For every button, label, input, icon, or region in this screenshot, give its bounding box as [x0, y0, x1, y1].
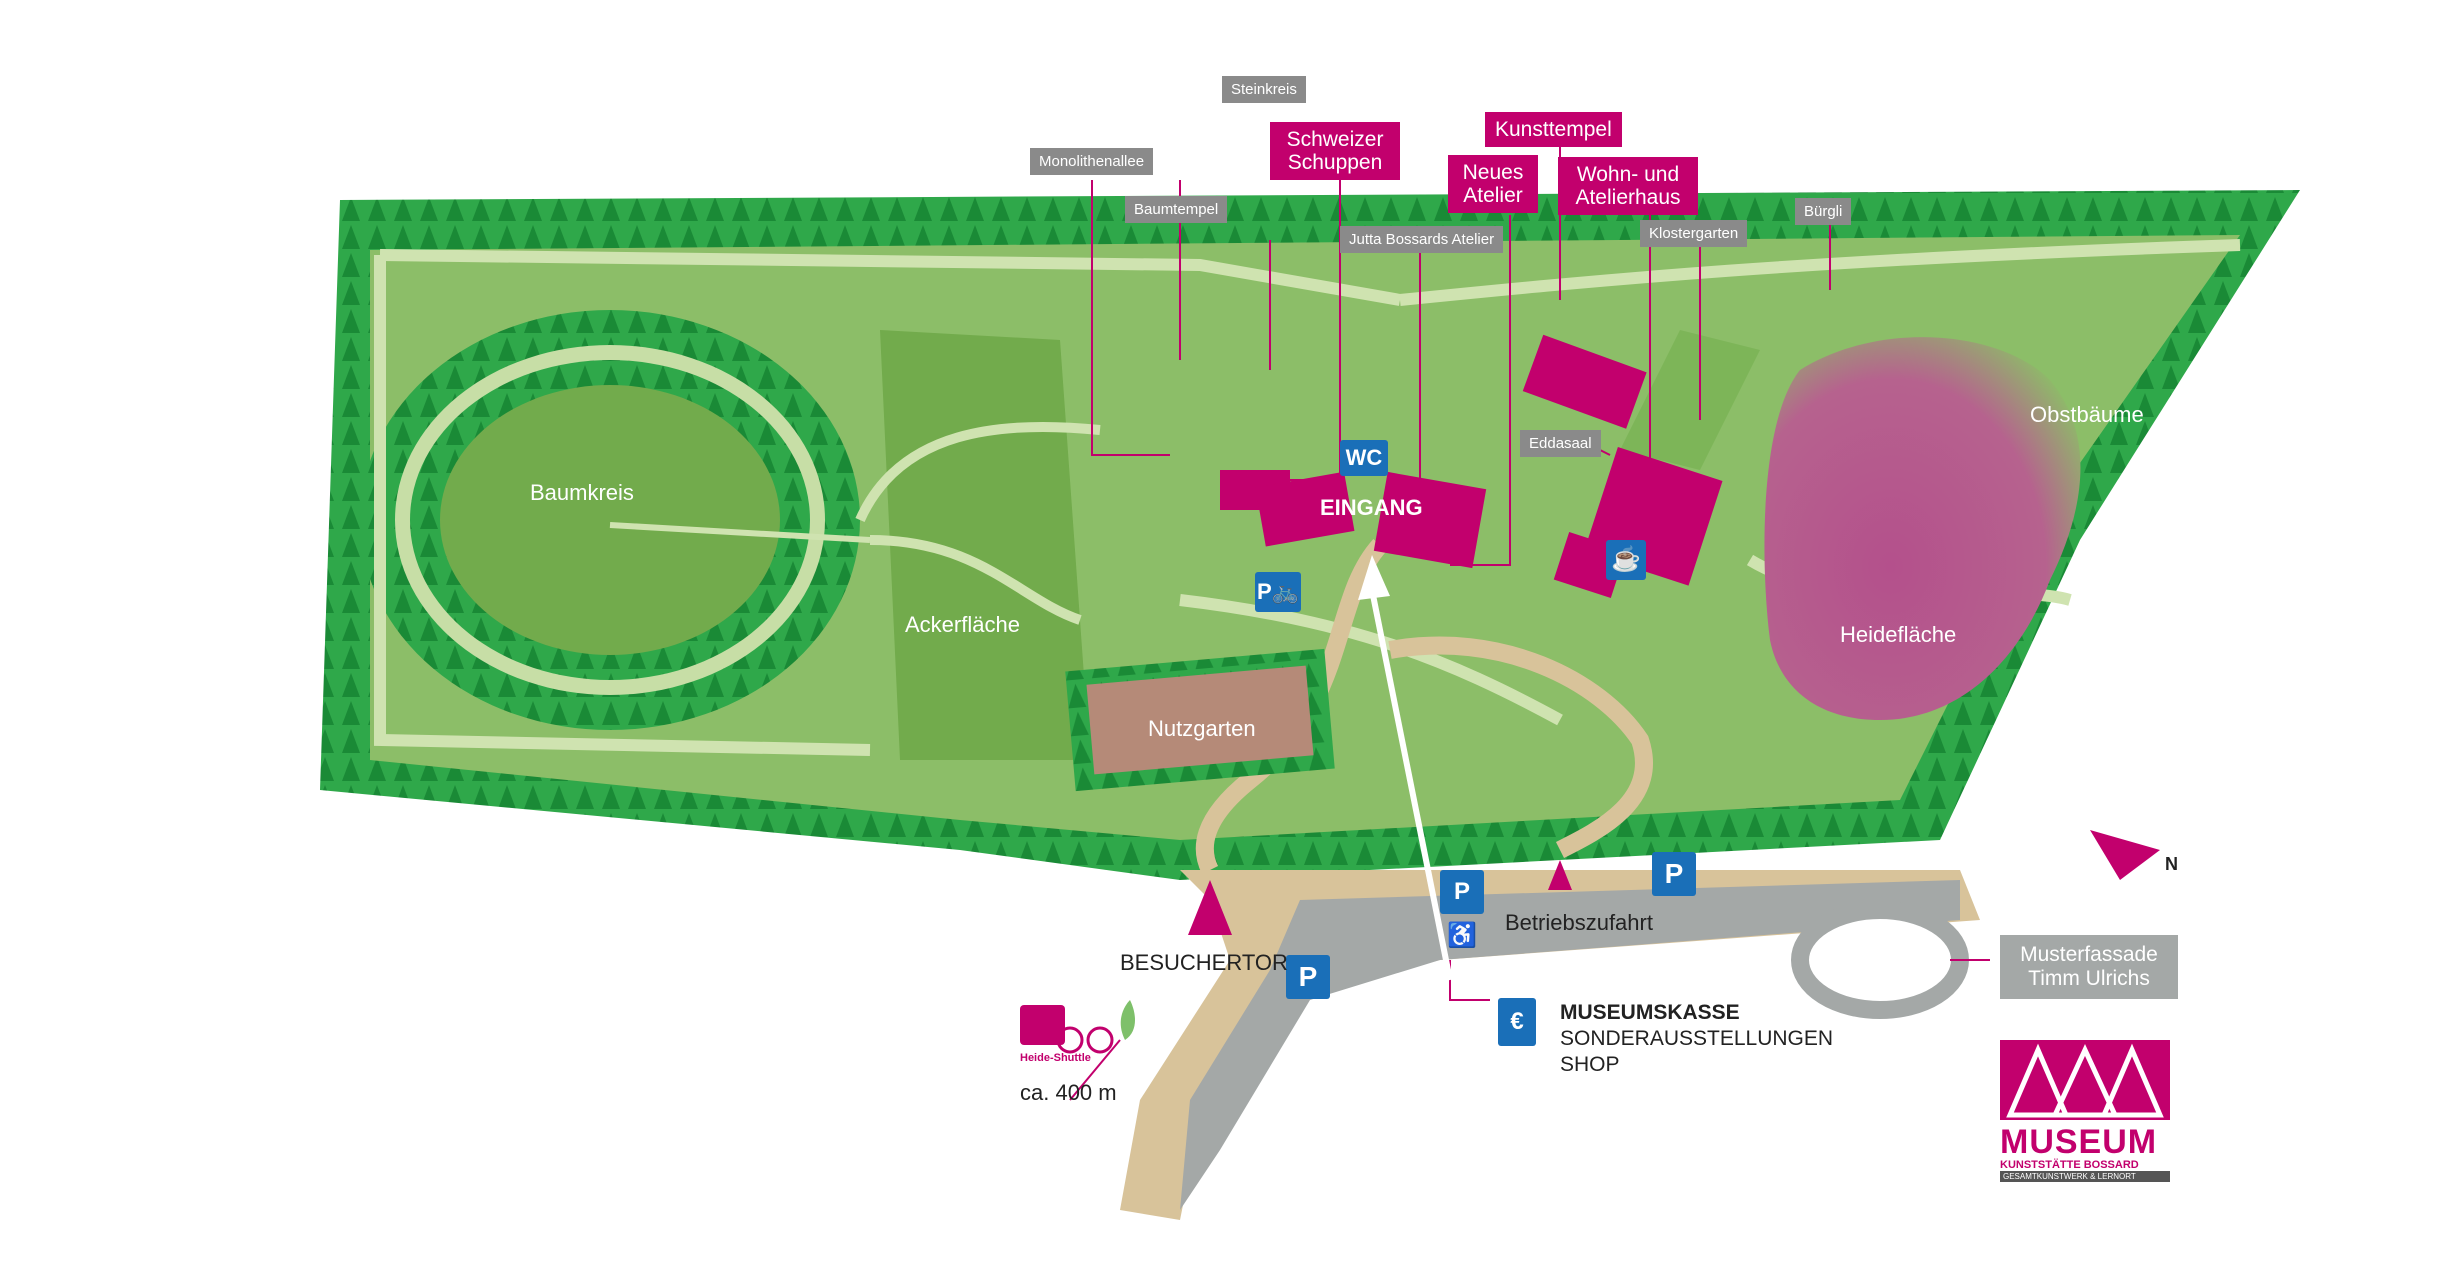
museumskasse-label: MUSEUMSKASSE	[1560, 1001, 1740, 1024]
museumskasse-block: MUSEUMSKASSE SONDERAUSSTELLUNGEN SHOP	[1560, 1000, 1833, 1078]
euro-ticket-icon: €	[1498, 998, 1536, 1046]
ackerflaeche-area	[855, 330, 1101, 760]
logo-triangles	[2000, 1040, 2170, 1120]
parking-icon: P	[1652, 852, 1696, 896]
betriebszufahrt-label: Betriebszufahrt	[1505, 910, 1653, 935]
klostergarten-label: Klostergarten	[1640, 220, 1748, 247]
wc-icon: WC	[1340, 440, 1388, 476]
steinkreis-label: Steinkreis	[1222, 76, 1306, 103]
wohn-atelierhaus-label: Wohn- und Atelierhaus	[1558, 157, 1698, 215]
betriebszufahrt-marker	[1548, 860, 1572, 890]
coffee-cup-icon: ☕	[1606, 540, 1646, 580]
kunsttempel-building	[1373, 471, 1487, 569]
besuchertor-marker	[1188, 880, 1232, 935]
eingang-label: EINGANG	[1320, 495, 1423, 520]
buergli-label: Bürgli	[1795, 198, 1852, 225]
heide-shuttle-label: Heide-Shuttle	[1020, 1052, 1091, 1064]
besuchertor-label: BESUCHERTOR	[1120, 950, 1288, 975]
nutzgarten-label: Nutzgarten	[1148, 716, 1256, 741]
ackerflaeche-label: Ackerfläche	[905, 612, 1020, 637]
schweizer-schuppen-label: Schweizer Schuppen	[1270, 122, 1400, 180]
road	[1120, 870, 1980, 1220]
eddasaal-label: Eddasaal	[1520, 430, 1601, 457]
north-arrow-icon: N	[2090, 830, 2178, 880]
baumkreis-area	[360, 310, 871, 730]
museum-logo: MUSEUM KUNSTSTÄTTE BOSSARD GESAMTKUNSTWE…	[2000, 1040, 2170, 1182]
entrance-arrow	[1358, 555, 1453, 981]
parking-icon: P	[1286, 955, 1330, 999]
baumtempel-label: Baumtempel	[1125, 196, 1228, 223]
heideflaeche-area	[1764, 337, 2081, 720]
heideflaeche-label: Heidefläche	[1840, 622, 1957, 647]
heide-shuttle-icon	[1020, 1000, 1135, 1054]
kunsttempel-label: Kunsttempel	[1485, 112, 1622, 147]
obstbaeume-label: Obstbäume	[2030, 402, 2144, 427]
monolithenallee-label: Monolithenallee	[1030, 148, 1154, 175]
disabled-parking-icon: P♿	[1440, 870, 1484, 949]
neues-atelier-label: Neues Atelier	[1448, 155, 1538, 213]
nutzgarten-area	[1065, 648, 1335, 792]
bike-parking-icon: P🚲	[1255, 572, 1301, 612]
shop-label: SHOP	[1560, 1053, 1620, 1076]
leader-lines	[1069, 140, 1990, 1101]
musterfassade-label: Musterfassade Timm Ulrichs	[2000, 935, 2178, 999]
north-label: N	[2165, 854, 2178, 874]
sonderausstellungen-label: SONDERAUSSTELLUNGEN	[1560, 1027, 1834, 1050]
logo-line2: GESAMTKUNSTWERK & LERNORT	[2000, 1171, 2170, 1182]
klostergarten-area	[1620, 330, 1760, 470]
logo-line1: KUNSTSTÄTTE BOSSARD	[2000, 1159, 2139, 1171]
baumkreis-label: Baumkreis	[530, 480, 634, 505]
baumtempel-building	[1255, 471, 1355, 547]
distance-label: ca. 400 m	[1020, 1080, 1117, 1105]
jutta-atelier-label: Jutta Bossards Atelier	[1340, 226, 1504, 253]
logo-museum-text: MUSEUM	[2000, 1123, 2158, 1161]
wohn-atelierhaus-building	[1522, 334, 1647, 429]
